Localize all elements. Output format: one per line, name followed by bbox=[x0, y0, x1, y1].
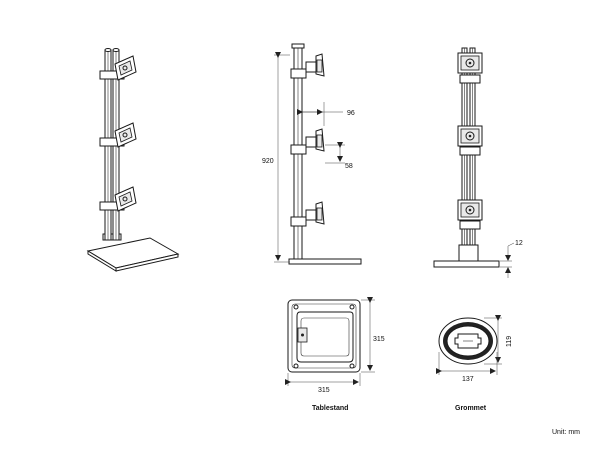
dimension-315-depth-label: 315 bbox=[373, 336, 385, 343]
tablestand-plan-view: 315 315 Tablestand bbox=[285, 297, 385, 412]
front-mount-top bbox=[457, 52, 483, 84]
unit-note: Unit: mm bbox=[552, 429, 580, 436]
dimension-12: 12 bbox=[500, 240, 523, 278]
dimension-119-label: 119 bbox=[506, 336, 513, 347]
side-mount-middle bbox=[290, 128, 325, 155]
caption-tablestand: Tablestand bbox=[312, 405, 348, 412]
dimension-920-label: 920 bbox=[262, 158, 274, 165]
caption-grommet: Grommet bbox=[455, 405, 487, 412]
dimension-920: 920 bbox=[262, 52, 290, 263]
dimension-96: 96 bbox=[297, 102, 355, 126]
dimension-96-label: 96 bbox=[347, 110, 355, 117]
dimension-12-label: 12 bbox=[515, 240, 523, 247]
dimension-315-width: 315 bbox=[285, 373, 361, 394]
front-view: 12 bbox=[433, 47, 523, 278]
grommet-plan-view: 119 137 Grommet bbox=[436, 315, 513, 412]
dimension-58-label: 58 bbox=[345, 163, 353, 170]
dimension-137: 137 bbox=[436, 352, 498, 383]
side-view: 920 96 58 bbox=[262, 43, 362, 265]
front-mount-bottom bbox=[457, 199, 483, 230]
iso-mount-top bbox=[99, 55, 137, 81]
dimension-315-width-label: 315 bbox=[318, 387, 330, 394]
dimension-119: 119 bbox=[484, 315, 513, 365]
isometric-view bbox=[86, 48, 180, 272]
side-mount-top bbox=[290, 53, 325, 79]
side-mount-bottom bbox=[290, 201, 325, 227]
front-mount-middle bbox=[457, 125, 483, 156]
iso-mount-bottom bbox=[99, 186, 137, 212]
dimension-137-label: 137 bbox=[462, 376, 474, 383]
dimension-58: 58 bbox=[325, 142, 353, 170]
dimension-315-depth: 315 bbox=[361, 297, 385, 373]
iso-mount-middle bbox=[99, 122, 137, 148]
